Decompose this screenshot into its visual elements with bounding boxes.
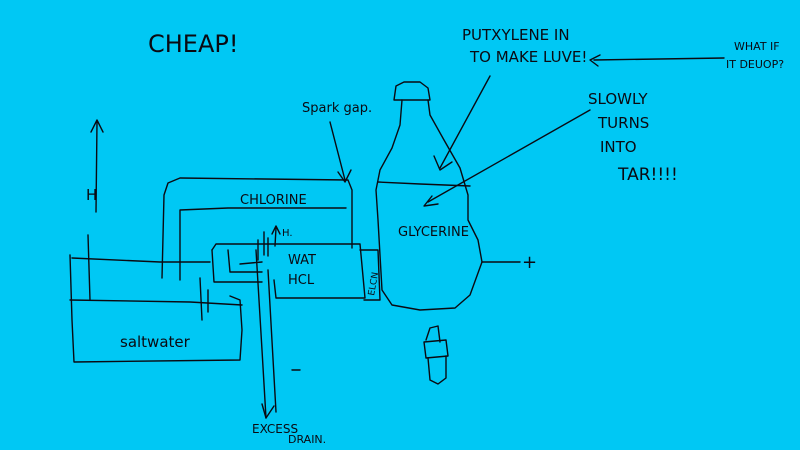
label-h-small: H. xyxy=(282,228,293,239)
hydrogen-outlet-pipe xyxy=(95,121,98,213)
small-up-arrow-icon xyxy=(271,225,281,235)
what-if-arrow-icon xyxy=(589,54,601,67)
label-h-left: H xyxy=(86,186,97,204)
drain-arrow-icon xyxy=(261,403,275,419)
label-what-if-1: WHAT IF xyxy=(734,40,780,53)
title-cheap: CHEAP! xyxy=(148,30,238,58)
label-excess: EXCESS xyxy=(252,422,298,436)
label-glycerine: GLYCERINE xyxy=(398,225,469,240)
label-hcl: HCL xyxy=(288,273,315,288)
center-electrode xyxy=(199,277,203,321)
label-plus: + xyxy=(522,252,537,273)
valve-connector xyxy=(359,249,381,301)
slowly-pointer xyxy=(427,109,591,203)
slowly-arrow-icon xyxy=(423,195,439,207)
label-chlorine: CHLORINE xyxy=(240,193,307,208)
what-if-pointer xyxy=(593,57,725,61)
label-valve: ELCN xyxy=(367,271,381,296)
up-arrow-icon xyxy=(90,119,104,133)
label-wat: WAT xyxy=(288,253,316,268)
label-what-if-2: IT DEUOP? xyxy=(726,58,784,71)
spark-gap-arrow-icon xyxy=(337,169,352,183)
label-put-xylene-2: TO MAKE LUVE! xyxy=(469,48,587,66)
salt-water-tank xyxy=(69,254,243,363)
label-drain: DRAIN. xyxy=(288,433,326,446)
label-put-xylene-1: PUTXYLENE IN xyxy=(462,26,570,44)
glycerine-bottle xyxy=(375,81,483,311)
label-slowly-3: INTO xyxy=(600,138,637,156)
chlorine-chamber xyxy=(161,177,353,281)
label-slowly-4: TAR!!!! xyxy=(617,165,678,185)
drain-pipe-2 xyxy=(267,269,277,413)
put-xylene-arrow-icon xyxy=(433,155,453,171)
hcl-chamber xyxy=(211,243,366,299)
label-spark-gap: Spark gap. xyxy=(302,101,372,116)
label-salt-water: saltwater xyxy=(120,333,191,351)
label-slowly-2: TURNS xyxy=(597,114,649,132)
put-xylene-pointer xyxy=(439,75,491,169)
label-slowly-1: SLOWLY xyxy=(588,90,648,108)
left-electrode xyxy=(87,234,91,301)
spark-gap-pointer xyxy=(329,121,346,181)
lighter-device xyxy=(423,325,449,385)
drain-pipe xyxy=(255,249,267,419)
small-h-pipe xyxy=(274,227,277,247)
